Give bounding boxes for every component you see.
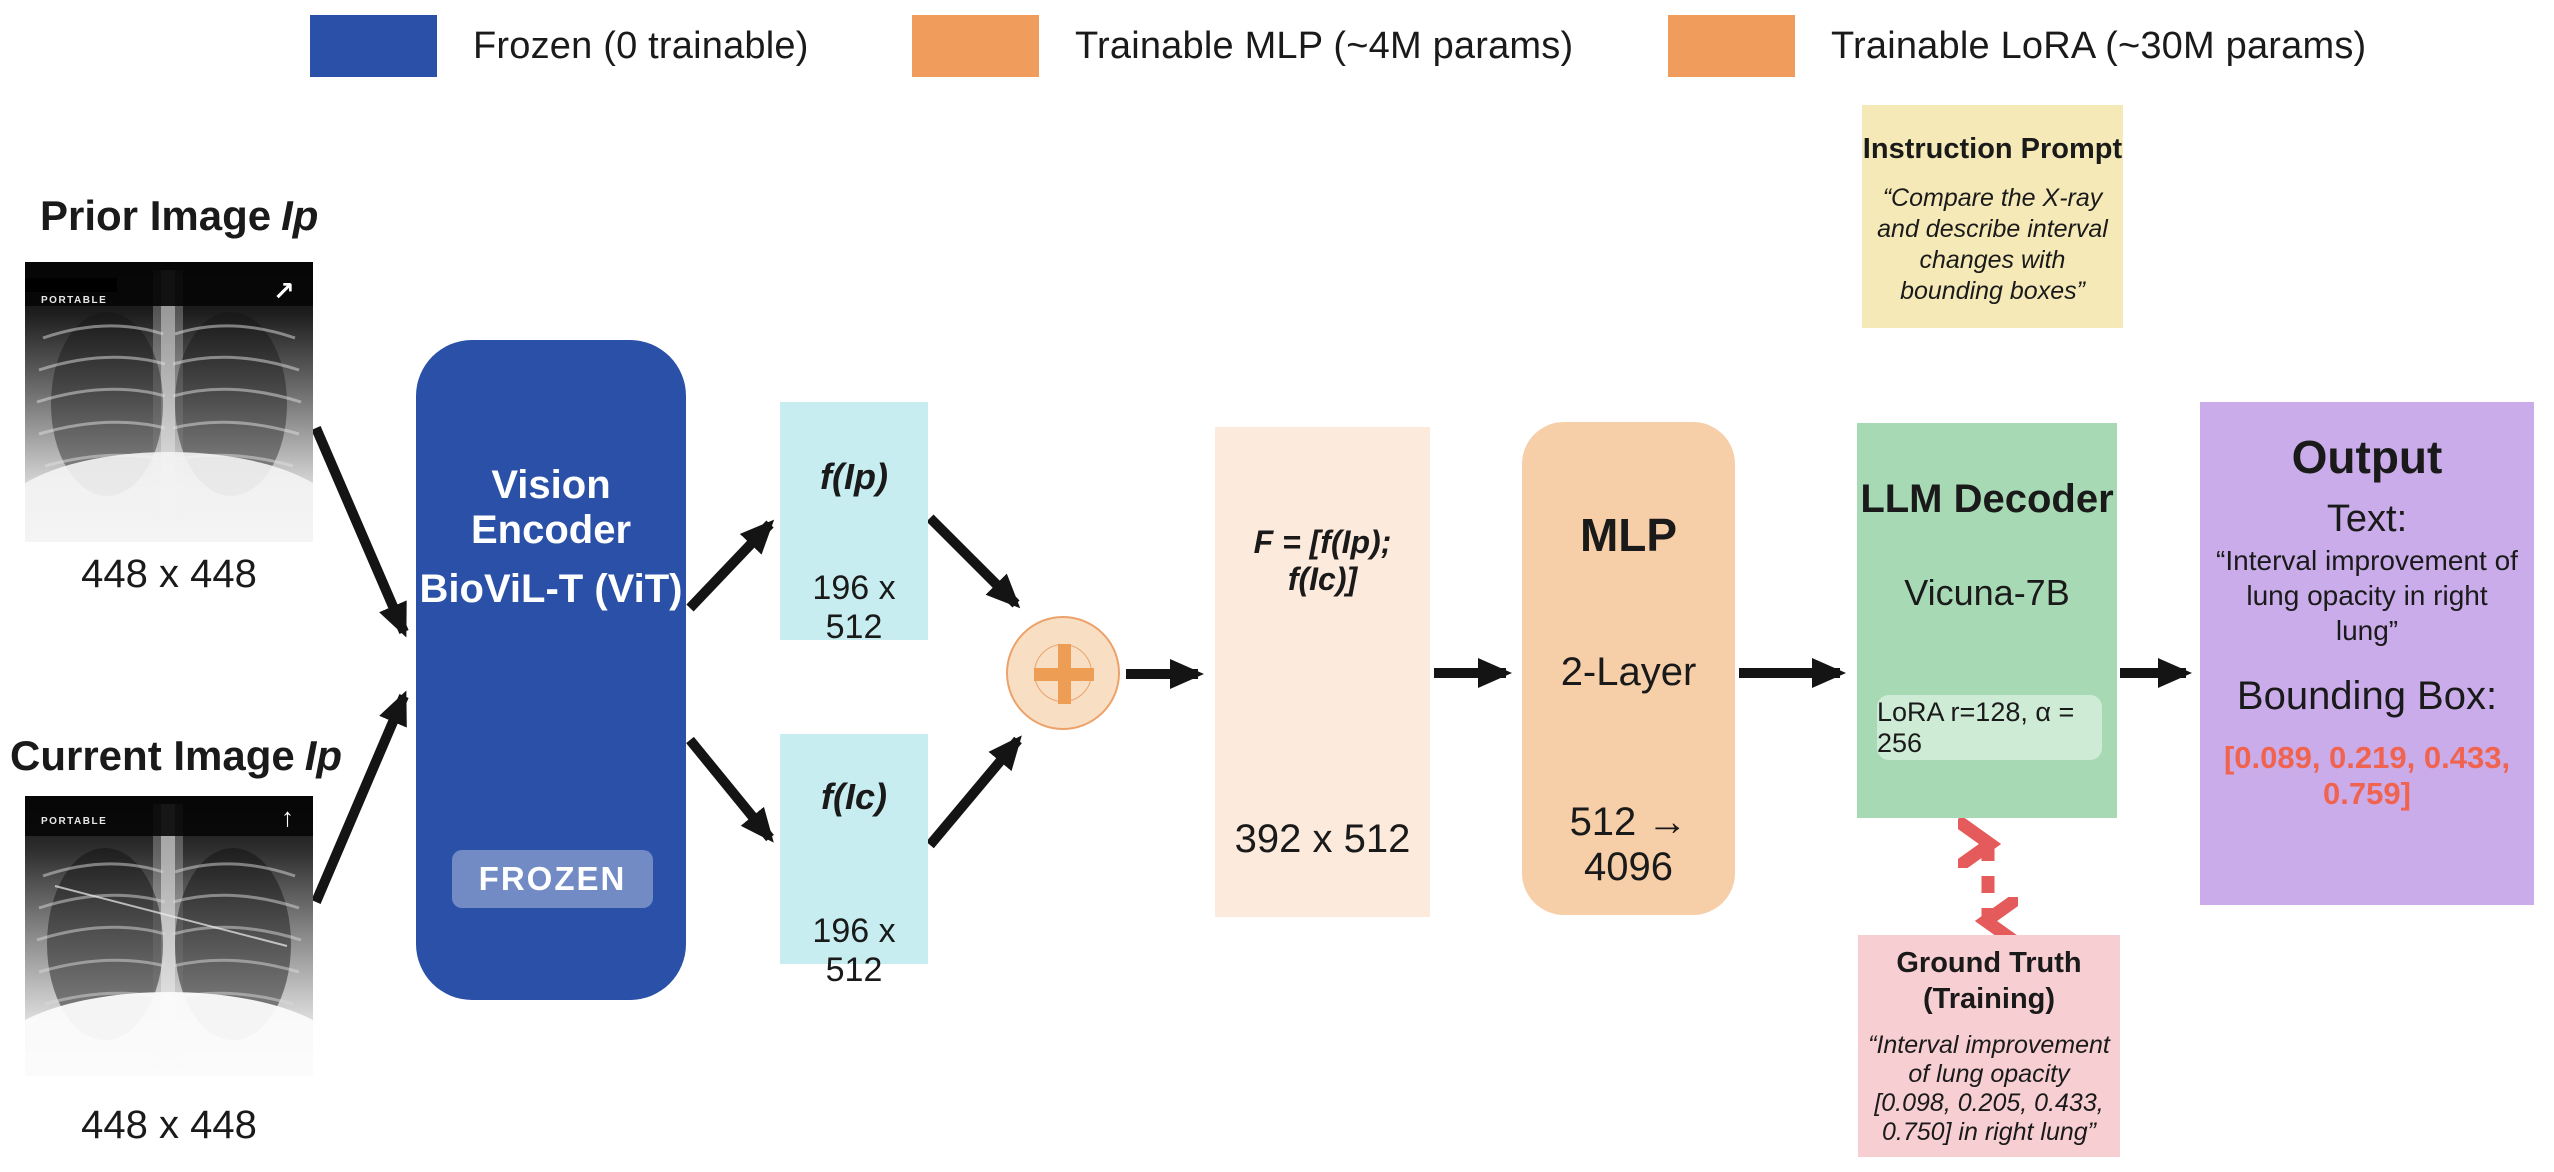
mlp-dims: 512 → 4096 xyxy=(1569,800,1688,889)
legend-swatch-lora xyxy=(1668,15,1795,77)
legend-label-lora: Trainable LoRA (~30M params) xyxy=(1831,24,2367,67)
feature-fip-box: f(Ip) 196 x 512 xyxy=(780,402,928,646)
legend-item-mlp: Trainable MLP (~4M params) xyxy=(912,14,1573,78)
instruction-prompt-box: Instruction Prompt “Compare the X-ray an… xyxy=(1862,105,2123,328)
legend-item-frozen: Frozen (0 trainable) xyxy=(310,14,809,78)
current-image-variable: Ip xyxy=(304,732,343,779)
feature-fip-dims: 196 x 512 xyxy=(812,569,896,646)
current-xray-orientation-marker: ↑ xyxy=(281,802,294,832)
legend-item-lora: Trainable LoRA (~30M params) xyxy=(1668,14,2366,78)
concat-features-box: F = [f(Ip); f(Ic)] 392 x 512 xyxy=(1215,427,1430,917)
feature-fic-dims: 196 x 512 xyxy=(812,912,896,989)
output-bbox-value: [0.089, 0.219, 0.433, 0.759] xyxy=(2223,740,2511,811)
ground-truth-box: Ground Truth (Training) “Interval improv… xyxy=(1858,935,2120,1157)
arrow-current-to-encoder xyxy=(311,690,409,904)
feature-fic-label: f(Ic) xyxy=(821,776,887,817)
current-xray-image: PORTABLE ↑ xyxy=(25,796,313,1076)
mlp-title: MLP xyxy=(1579,509,1678,561)
vision-encoder-model: BioViL-T (ViT) xyxy=(419,567,683,611)
prior-xray-orientation-marker: ↗ xyxy=(273,276,295,306)
legend-label-frozen: Frozen (0 trainable) xyxy=(473,24,809,67)
frozen-badge-label: FROZEN xyxy=(478,860,627,897)
concat-dims: 392 x 512 xyxy=(1234,817,1411,861)
prior-xray-portable-label: PORTABLE xyxy=(41,295,107,306)
mlp-layers: 2-Layer xyxy=(1560,650,1697,694)
current-xray-portable-label: PORTABLE xyxy=(41,816,107,827)
arrow-prior-to-encoder xyxy=(311,426,409,638)
feature-fic-box: f(Ic) 196 x 512 xyxy=(780,734,928,989)
legend-swatch-mlp xyxy=(912,15,1039,77)
prior-image-caption: 448 x 448 xyxy=(81,552,257,596)
llm-decoder-box: LLM Decoder Vicuna-7B LoRA r=128, α = 25… xyxy=(1857,423,2117,818)
prior-image-variable: Ip xyxy=(281,192,319,239)
feature-fip-label: f(Ip) xyxy=(820,456,888,497)
current-image-caption: 448 x 448 xyxy=(81,1103,257,1147)
arrow-fip-to-fusion xyxy=(926,514,1021,609)
legend-label-mlp: Trainable MLP (~4M params) xyxy=(1075,24,1574,67)
llm-model-name: Vicuna-7B xyxy=(1904,572,2070,613)
mlp-box: MLP 2-Layer 512 → 4096 xyxy=(1522,422,1735,915)
output-bbox-label: Bounding Box: xyxy=(2236,674,2498,718)
vision-encoder-box: Vision Encoder BioViL-T (ViT) FROZEN xyxy=(416,340,686,1000)
vision-encoder-title: Vision Encoder xyxy=(470,463,632,552)
arrow-encoder-to-fic xyxy=(686,736,774,843)
output-title: Output xyxy=(2291,431,2443,483)
ground-truth-text: “Interval improvement of lung opacity [0… xyxy=(1868,1031,2110,1146)
current-image-title: Current Image xyxy=(10,732,295,779)
ground-truth-title-line1: Ground Truth xyxy=(1896,947,2082,979)
ground-truth-title-line2: (Training) xyxy=(1922,983,2056,1015)
arrow-fic-to-fusion xyxy=(926,735,1022,849)
llm-decoder-title: LLM Decoder xyxy=(1860,477,2114,521)
prior-image-title: Prior Image xyxy=(40,192,272,239)
lora-badge: LoRA r=128, α = 256 xyxy=(1877,695,2102,760)
legend-swatch-frozen xyxy=(310,15,437,77)
instruction-prompt-text: “Compare the X-ray and describe interval… xyxy=(1877,184,2108,305)
output-text-quote: “Interval improvement of lung opacity in… xyxy=(2216,545,2518,646)
instruction-prompt-title: Instruction Prompt xyxy=(1862,133,2123,165)
output-text-label: Text: xyxy=(2326,498,2408,540)
frozen-badge: FROZEN xyxy=(452,850,653,908)
arrow-encoder-to-fip xyxy=(686,519,775,612)
concat-formula: F = [f(Ip); f(Ic)] xyxy=(1253,524,1392,597)
lora-badge-label: LoRA r=128, α = 256 xyxy=(1877,696,2075,758)
concatenation-node xyxy=(1006,616,1120,730)
prior-xray-image: PORTABLE ↗ xyxy=(25,262,313,542)
plus-icon xyxy=(1034,644,1094,704)
output-box: Output Text: “Interval improvement of lu… xyxy=(2200,402,2534,905)
